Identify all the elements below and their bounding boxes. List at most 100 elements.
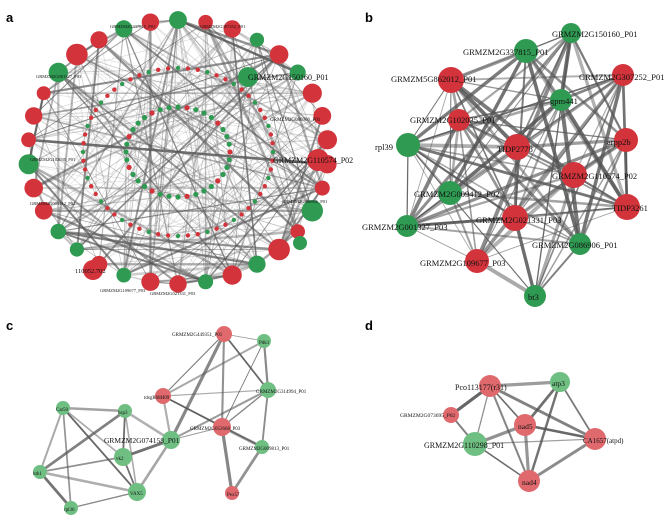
node-red xyxy=(155,388,171,404)
edge-a xyxy=(177,54,280,198)
node-green xyxy=(115,20,133,38)
edge-a xyxy=(76,54,159,71)
edge-a xyxy=(229,139,328,145)
node-red xyxy=(504,134,530,160)
edge-a xyxy=(85,72,298,170)
edge-b xyxy=(534,139,627,297)
edge-a xyxy=(126,143,280,250)
edge-a xyxy=(167,19,179,236)
node-red xyxy=(165,233,171,238)
edge-a xyxy=(132,54,280,130)
node-green xyxy=(166,193,172,199)
edge-a xyxy=(83,142,313,212)
edge-a xyxy=(83,160,233,276)
edge-a xyxy=(43,83,123,212)
node-label: GRMZM2G337815_P01 xyxy=(110,24,155,29)
edge-a xyxy=(58,72,188,197)
edge-a xyxy=(76,54,130,168)
node-red xyxy=(518,470,540,492)
node-green xyxy=(130,126,136,133)
node-label: GRMZM2G110574_P02 xyxy=(273,156,353,165)
edge-b xyxy=(405,119,461,227)
edge-b xyxy=(450,79,562,101)
edge-a xyxy=(278,54,328,165)
edge-a xyxy=(222,139,328,175)
node-green xyxy=(169,11,187,29)
panel-a-nodes xyxy=(18,11,337,293)
node-red xyxy=(89,115,94,121)
node-red xyxy=(246,93,251,99)
node-red xyxy=(156,67,161,73)
edge-a xyxy=(28,163,88,179)
edge-a xyxy=(123,28,179,285)
edge-a xyxy=(91,28,124,118)
edge-a xyxy=(57,71,280,251)
edge-b xyxy=(406,144,409,227)
node-green xyxy=(220,126,226,133)
edge-a xyxy=(76,112,153,250)
node-label: GRMZM2G110574_P02 xyxy=(552,171,637,181)
node-red xyxy=(290,224,306,239)
node-red xyxy=(198,14,213,30)
edge-a xyxy=(33,71,299,190)
node-red xyxy=(195,67,200,73)
edge-a xyxy=(130,78,313,212)
node-green xyxy=(175,65,181,71)
node-label: GRMZM2G009813_P01 xyxy=(239,447,290,452)
edge-c xyxy=(39,407,64,473)
panel-c-letter: c xyxy=(6,318,13,333)
node-red xyxy=(514,414,536,436)
node-red xyxy=(216,326,232,342)
node-label: TIDP2778 xyxy=(497,144,533,154)
edge-c xyxy=(62,407,72,509)
edge-a xyxy=(205,180,219,282)
edge-a xyxy=(28,107,170,141)
edge-a xyxy=(256,39,323,117)
edge-a xyxy=(123,28,169,69)
node-red xyxy=(185,233,191,238)
edge-a xyxy=(150,219,235,283)
edge-a xyxy=(43,169,86,212)
edge-a xyxy=(132,92,313,130)
edge-a xyxy=(123,28,328,141)
edge-a xyxy=(76,219,234,250)
edge-b xyxy=(406,138,627,228)
edge-a xyxy=(27,92,45,165)
node-red xyxy=(246,206,251,211)
edge-a xyxy=(98,53,280,265)
panel-a-letter: a xyxy=(6,10,14,25)
edge-a xyxy=(33,115,145,118)
node-red xyxy=(184,105,190,111)
edge-a xyxy=(177,93,313,285)
node-green xyxy=(524,285,546,307)
edge-b xyxy=(569,32,629,208)
edge-a xyxy=(122,219,206,282)
edge-a xyxy=(311,93,324,189)
node-red xyxy=(268,238,290,261)
edge-a xyxy=(157,19,179,235)
edge-c xyxy=(39,409,126,474)
node-red xyxy=(270,141,275,146)
edge-a xyxy=(248,39,258,209)
edge-a xyxy=(123,28,328,165)
node-green xyxy=(205,229,210,235)
edge-a xyxy=(206,54,280,233)
node-label: Pco113177(r31) xyxy=(455,383,507,392)
edge-a xyxy=(123,167,130,276)
node-red xyxy=(81,141,86,146)
edge-a xyxy=(211,39,258,118)
edge-a xyxy=(123,151,127,276)
edge-c xyxy=(261,389,269,448)
edge-a xyxy=(205,214,242,282)
edge-c xyxy=(62,407,138,493)
node-green xyxy=(128,483,146,501)
edge-a xyxy=(151,115,323,192)
node-green xyxy=(157,191,163,197)
edge-a xyxy=(43,210,258,265)
edge-d xyxy=(527,381,562,482)
edge-a xyxy=(195,22,207,110)
node-label: nad5 xyxy=(518,422,533,431)
edge-a xyxy=(151,115,323,192)
node-green xyxy=(48,62,68,83)
edge-a xyxy=(160,109,323,189)
